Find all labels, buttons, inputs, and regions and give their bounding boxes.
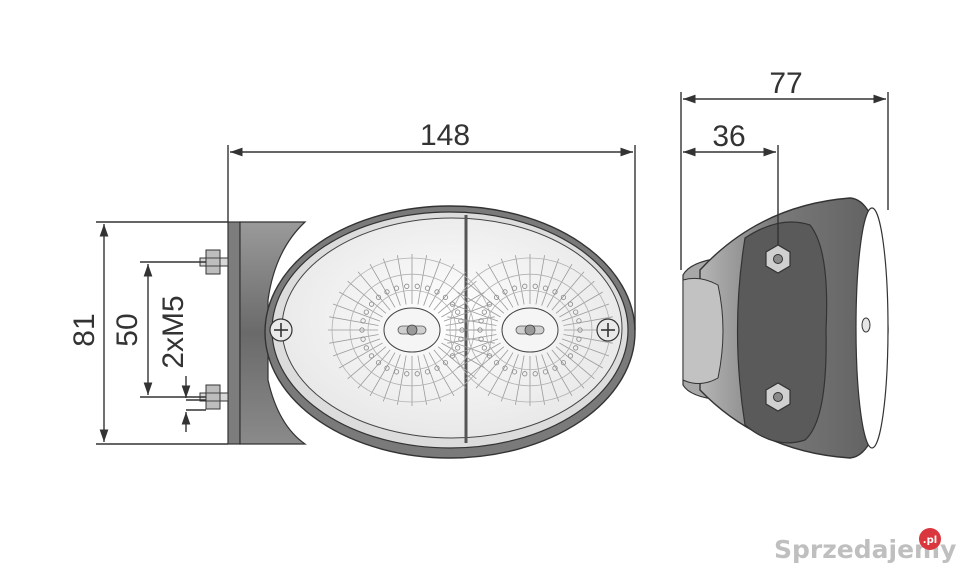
right-screw-icon: [596, 318, 620, 342]
bolt-spec-label: 2xM5: [157, 295, 190, 368]
side-lower-nut-icon: [765, 382, 791, 412]
watermark-logo: Sprzedajemy .pl: [774, 528, 956, 564]
side-mount-plate: [736, 221, 828, 444]
watermark-badge: .pl: [923, 535, 937, 546]
left-bulb: [383, 307, 441, 353]
dimension-81-label: 81: [68, 313, 101, 346]
side-upper-nut-icon: [765, 244, 791, 274]
lower-stud-icon: [199, 384, 229, 410]
side-lens-screw-icon: [861, 317, 871, 333]
side-lens-edge: [855, 207, 889, 449]
side-view: [682, 197, 889, 459]
front-view: [199, 205, 636, 459]
right-bulb: [501, 307, 559, 353]
upper-stud-icon: [199, 249, 229, 275]
side-rear-cap: [682, 277, 724, 384]
dimension-50-label: 50: [111, 313, 144, 346]
lamp-lens: [281, 217, 623, 439]
mounting-bracket: [227, 221, 241, 445]
dimension-148-label: 148: [420, 119, 470, 152]
dimension-77-label: 77: [769, 67, 802, 100]
dimension-lines: [96, 92, 889, 445]
left-screw-icon: [269, 318, 293, 342]
dimension-36-label: 36: [712, 120, 745, 153]
left-reflector-rosette: [328, 254, 496, 406]
right-reflector-rosette: [446, 254, 614, 406]
